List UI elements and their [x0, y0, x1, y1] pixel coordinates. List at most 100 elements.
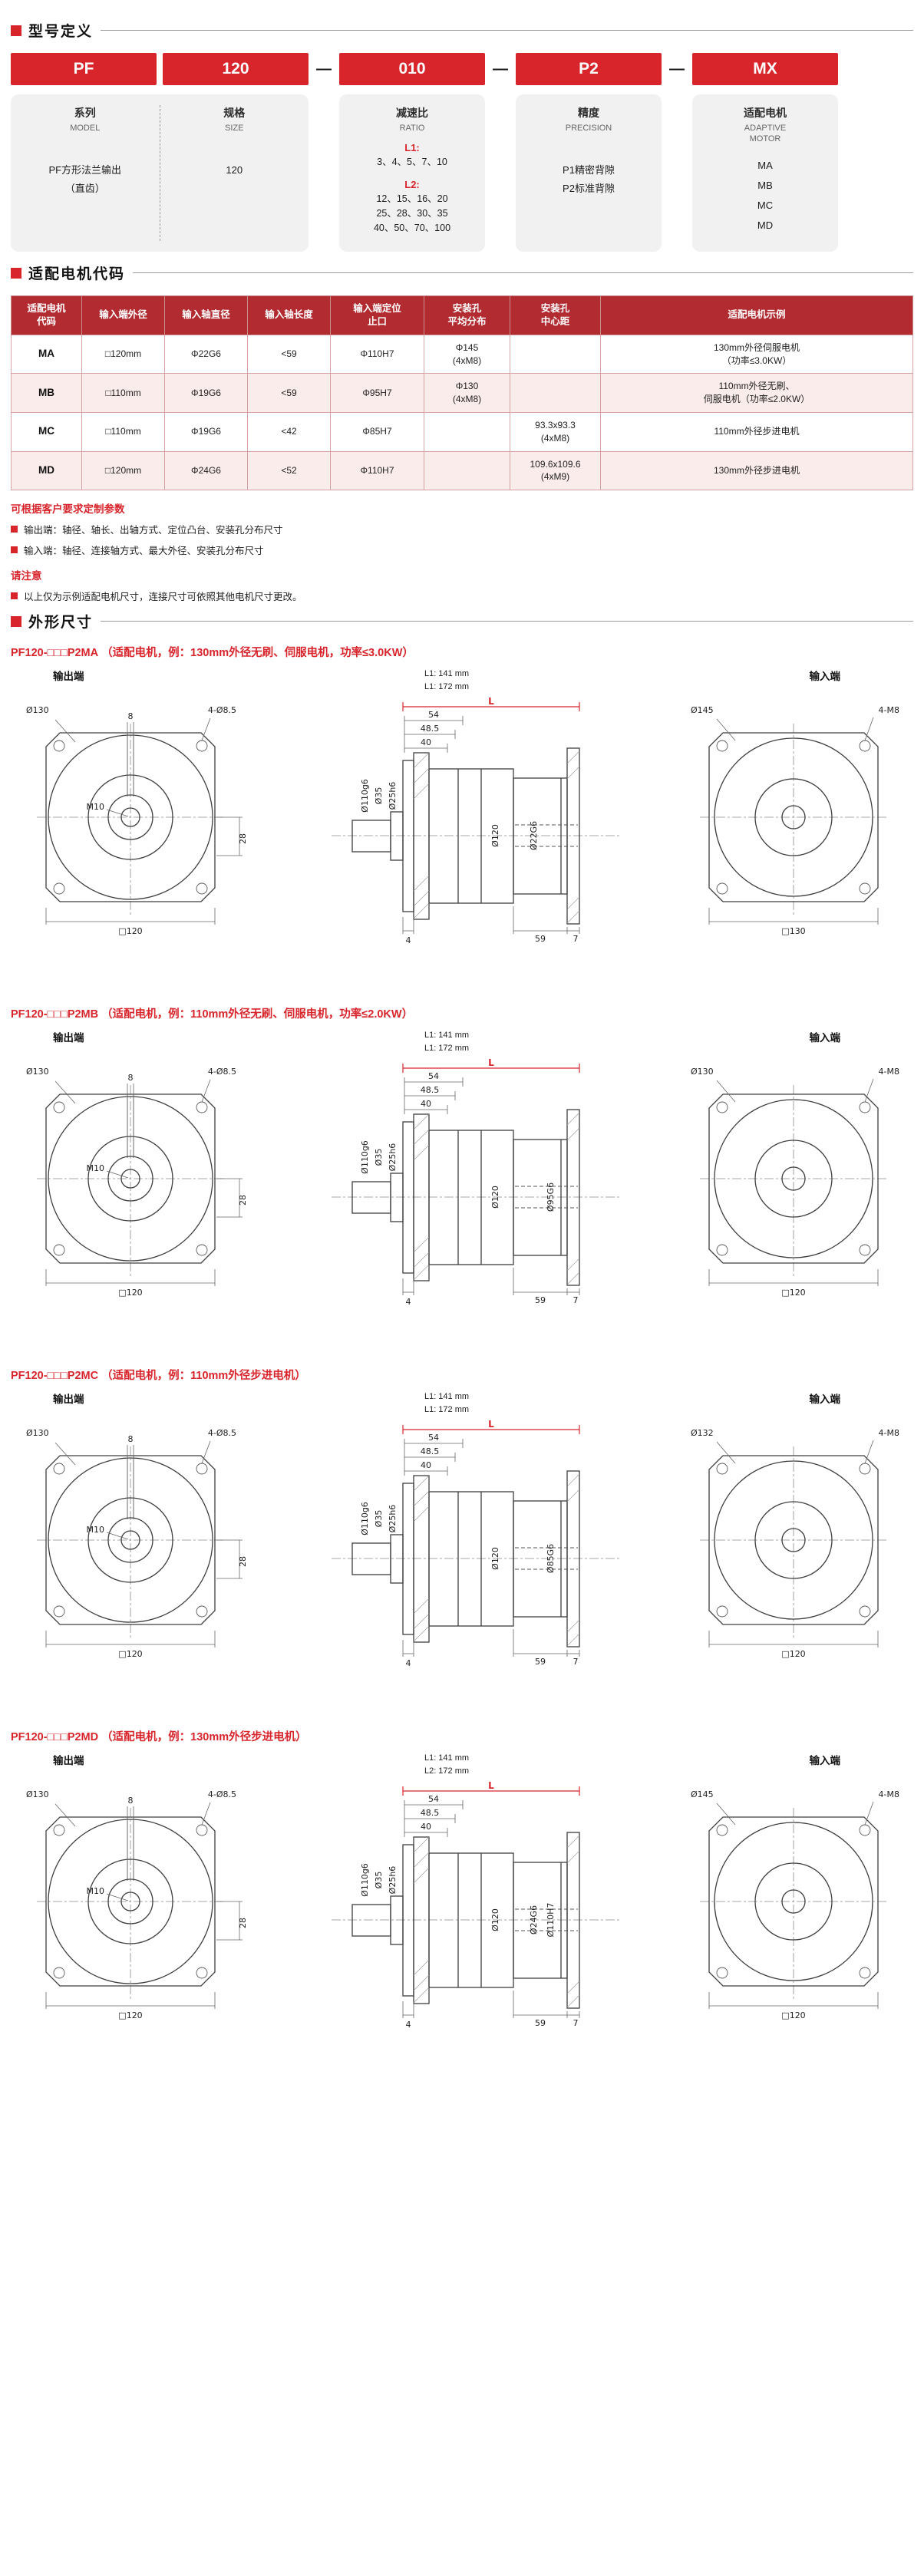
dim-boss-dia-label: Ø35: [374, 787, 384, 805]
dim-54-label: 54: [428, 1433, 439, 1443]
motor-options: MA MB MC MD: [757, 159, 774, 231]
table-cell: □120mm: [81, 334, 165, 374]
dim-54-label: 54: [428, 1794, 439, 1804]
table-cell: 110mm外径无刷、 伺服电机（功率≤2.0KW）: [600, 373, 913, 413]
dim-square-label: □120: [118, 1649, 142, 1659]
table-cell: 130mm外径伺服电机 （功率≤3.0KW）: [600, 334, 913, 374]
input-view-geometry: [700, 1440, 887, 1648]
dim-pilot-dia-label: Ø110g6: [360, 1140, 370, 1174]
drawing-model: PF120-□□□P2MD: [11, 1731, 99, 1744]
dim-holes-label: 4-M8: [879, 1067, 899, 1077]
drawing-title: PF120-□□□P2MB（适配电机，例：110mm外径无刷、伺服电机，功率≤2…: [11, 1005, 913, 1021]
dim-key-width-label: 8: [128, 1434, 134, 1444]
section-bullet-icon: [11, 615, 21, 627]
precision-label-cn: 精度: [578, 107, 599, 119]
dim-square-label: □120: [118, 926, 142, 936]
dim-holes-label: 4-M8: [879, 705, 899, 715]
motor-label-en: ADAPTIVE MOTOR: [744, 124, 787, 144]
dim-bolt-circle-label: Ø130: [26, 705, 49, 715]
table-cell: 109.6x109.6 (4xM9): [510, 450, 601, 491]
col-header-motor-code: 适配电机 代码: [11, 295, 82, 335]
card-gap: [662, 94, 692, 252]
dim-key-width-label: 8: [128, 1796, 134, 1806]
note-text: 以上仅为示例适配电机尺寸，连接尺寸可依照其他电机尺寸更改。: [24, 592, 302, 603]
note-bullet-icon: [11, 526, 18, 533]
output-end-label: 输出端: [53, 1032, 84, 1044]
table-cell: Φ110H7: [330, 334, 424, 374]
table-cell: Φ19G6: [164, 411, 248, 452]
length-l2: L2: 172 mm: [424, 1766, 470, 1776]
dim-square-label: □120: [781, 2010, 805, 2020]
drawing-note: （适配电机，例：110mm外径无刷、伺服电机，功率≤2.0KW）: [101, 1008, 414, 1021]
table-cell: Φ85H7: [330, 411, 424, 452]
dim-40-label: 40: [421, 1822, 431, 1832]
dim-thread-label: M10: [87, 802, 105, 812]
drawing-views: Ø130 8 4-Ø8.5 M10 28 □120: [11, 694, 913, 952]
drawing-views: Ø130 8 4-Ø8.5 M10 28 □120: [11, 1417, 913, 1674]
section-view: 54 48.5 40 L Ø110g6 Ø35 Ø25h6 Ø120 Ø85G6…: [332, 1419, 619, 1668]
section-header-motor-code: 适配电机代码: [11, 262, 913, 283]
dim-holes-label: 4-M8: [879, 1428, 899, 1438]
output-view-geometry: [37, 717, 243, 925]
code-box-size: 120: [163, 53, 309, 85]
note-bullet-icon: [11, 592, 18, 600]
length-l1: L1: 141 mm: [424, 1031, 470, 1041]
dim-input-pilot-label: Ø95G6: [546, 1182, 556, 1212]
section-view: 54 48.5 40 L Ø110g6 Ø35 Ø25h6 Ø120 Ø24G6…: [332, 1780, 619, 2030]
drawing-header: 输出端 L1: 141 mm L1: 172 mm 输入端: [11, 668, 913, 693]
section-view-geometry: [332, 702, 619, 935]
dim-thread-label: M10: [87, 1886, 105, 1896]
length-l2: L1: 172 mm: [424, 681, 470, 691]
output-end-view: Ø130 8 4-Ø8.5 M10 28 □120: [26, 1428, 246, 1659]
dim-boss-dia-label: Ø35: [374, 1510, 384, 1528]
note-line-attention: 以上仅为示例适配电机尺寸，连接尺寸可依照其他电机尺寸更改。: [11, 589, 913, 603]
drawing-block-ma: PF120-□□□P2MA（适配电机，例：130mm外径无刷、伺服电机，功率≤3…: [11, 644, 913, 952]
table-row-mc: MC □110mm Φ19G6 <42 Φ85H7 93.3x93.3 (4xM…: [11, 411, 913, 452]
dim-bolt-circle-label: Ø132: [691, 1428, 714, 1438]
length-l1: L1: 141 mm: [424, 1392, 470, 1402]
input-view-geometry: [700, 717, 887, 925]
dim-total-length-label: L: [488, 696, 494, 707]
table-cell: <42: [247, 411, 331, 452]
precision-value: P1精密背隙 P2标准背隙: [563, 164, 615, 194]
dim-40-label: 40: [421, 1099, 431, 1109]
section-title: 外形尺寸: [28, 615, 94, 632]
dim-59-label: 59: [535, 1295, 546, 1305]
series-column: 系列 MODEL PF方形法兰输出 （直齿）: [11, 105, 160, 241]
output-view-geometry: [37, 1079, 243, 1287]
drawing-model: PF120-□□□P2MB: [11, 1008, 99, 1021]
section-title: 型号定义: [28, 24, 94, 40]
dim-59-label: 59: [535, 934, 546, 944]
model-code-cards: 系列 MODEL PF方形法兰输出 （直齿） 规格 SIZE 120 减速比 R…: [11, 94, 913, 252]
dim-pilot-dia-label: Ø110g6: [360, 779, 370, 813]
drawing-views: Ø130 8 4-Ø8.5 M10 28 □120: [11, 1056, 913, 1313]
series-label-cn: 系列: [74, 107, 96, 119]
section-view: 54 48.5 40 L Ø110g6 Ø35 Ø25h6 Ø120 Ø22G6…: [332, 696, 619, 945]
dim-square-label: □120: [118, 2010, 142, 2020]
card-precision: 精度 PRECISION P1精密背隙 P2标准背隙: [516, 94, 662, 252]
motor-code-cell: MD: [11, 450, 82, 491]
card-series-size: 系列 MODEL PF方形法兰输出 （直齿） 规格 SIZE 120: [11, 94, 309, 252]
table-cell: □120mm: [81, 450, 165, 491]
dim-4-label: 4: [406, 935, 411, 945]
dim-48-5-label: 48.5: [421, 1808, 440, 1818]
dim-key-width-label: 8: [128, 711, 134, 721]
drawing-header: 输出端 L1: 141 mm L1: 172 mm 输入端: [11, 1029, 913, 1054]
table-cell: □110mm: [81, 411, 165, 452]
card-gap: [309, 94, 339, 252]
dim-54-label: 54: [428, 1071, 439, 1081]
custom-params-title: 可根据客户要求定制参数: [11, 503, 125, 516]
note-line-input: 输入端：轴径、连接轴方式、最大外径、安装孔分布尺寸: [11, 543, 913, 557]
input-end-view: Ø145 4-M8 □130: [691, 705, 899, 936]
code-dash: —: [316, 60, 332, 78]
table-cell: [424, 411, 510, 452]
dim-thread-label: M10: [87, 1525, 105, 1535]
drawing-note: （适配电机，例：130mm外径无刷、伺服电机，功率≤3.0KW）: [101, 647, 414, 660]
length-l1: L1: 141 mm: [424, 669, 470, 679]
table-cell: Φ110H7: [330, 450, 424, 491]
dim-shaft-dia-label: Ø25h6: [388, 1143, 398, 1172]
dim-pilot-dia-label: Ø110g6: [360, 1863, 370, 1897]
table-cell: Φ19G6: [164, 373, 248, 413]
table-cell: 130mm外径步进电机: [600, 450, 913, 491]
adaptive-motor-table: 适配电机 代码 输入端外径 输入轴直径 输入轴长度 输入端定位 止口 安装孔 平…: [11, 295, 913, 491]
